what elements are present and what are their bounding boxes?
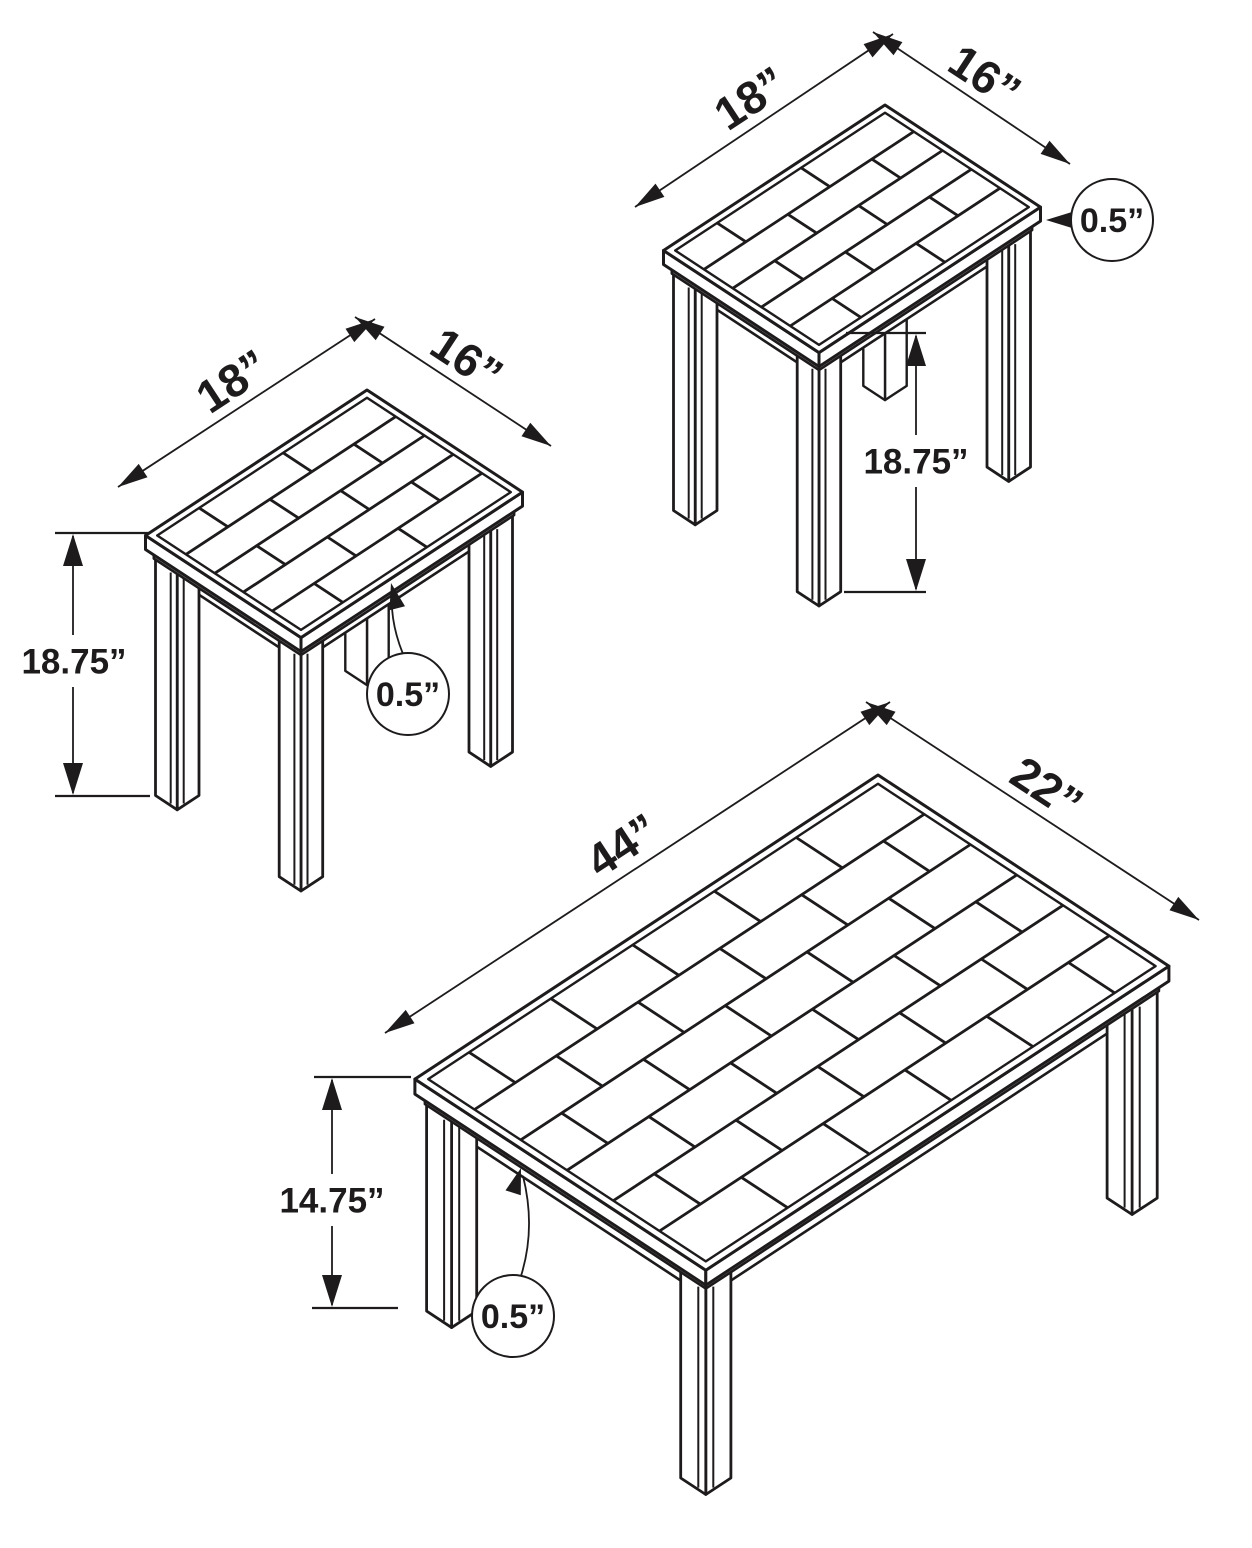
length-dim-arrowhead: [635, 183, 665, 207]
height-dim-arrowhead: [906, 559, 926, 591]
end-table-left-width-label: 16”: [422, 317, 513, 401]
right-leg: [1105, 989, 1134, 1216]
left-leg: [154, 557, 179, 812]
width-dim-arrowhead: [866, 702, 896, 726]
left-leg: [672, 272, 697, 527]
front-leg: [795, 353, 821, 608]
right-leg: [985, 228, 1011, 483]
tile-pattern: [185, 415, 483, 613]
thickness-callout-circle: [366, 652, 450, 736]
thickness-callout-arrowhead: [389, 583, 405, 611]
end-table-right-length-label: 18”: [705, 56, 796, 140]
left-leg: [425, 1102, 453, 1329]
front-leg: [817, 353, 843, 608]
tile-pattern: [468, 813, 1116, 1233]
left-leg: [450, 1102, 479, 1329]
coffee-table-length-label: 44”: [577, 803, 668, 887]
end-table-right-width-label: 16”: [940, 34, 1031, 118]
width-dim-arrowhead: [521, 422, 551, 446]
right-leg: [1130, 989, 1159, 1216]
height-dim-arrowhead: [63, 763, 83, 795]
length-dim-line: [384, 701, 891, 1034]
end-table-left-height-label: 18.75”: [21, 642, 126, 681]
front-leg: [679, 1269, 708, 1496]
height-dim-arrowhead: [906, 334, 926, 366]
thickness-callout-leader: [520, 1175, 530, 1277]
coffee-table-drawing: [312, 701, 1200, 1496]
thickness-callout-arrowhead: [505, 1168, 521, 1196]
thickness-callout-circle: [471, 1274, 555, 1358]
width-dim-line: [354, 316, 552, 447]
tabletop: [144, 388, 524, 640]
right-leg: [489, 513, 514, 768]
coffee-table-labels: 44” 22” 14.75” 0.5”: [279, 746, 1092, 1336]
end-table-right-height-label: 18.75”: [863, 442, 968, 481]
coffee-table-thickness-label: 0.5”: [481, 1298, 545, 1336]
width-dim-arrowhead: [1169, 896, 1199, 920]
right-leg: [467, 513, 493, 768]
front-leg: [704, 1269, 733, 1496]
coffee-table-width-label: 22”: [1002, 746, 1093, 830]
width-dim-arrowhead: [1040, 140, 1070, 164]
height-dim-arrowhead: [63, 534, 83, 566]
end-table-left-thickness-label: 0.5”: [376, 676, 440, 714]
tabletop-border: [427, 782, 1157, 1263]
width-dim-line: [865, 701, 1200, 921]
height-dim-arrowhead: [322, 1078, 342, 1110]
thickness-callout-arrowhead: [1046, 212, 1072, 228]
front-leg: [299, 638, 325, 893]
right-leg: [1007, 228, 1032, 483]
coffee-table-height-label: 14.75”: [279, 1181, 384, 1220]
width-dim-arrowhead: [355, 317, 385, 341]
front-leg: [277, 638, 303, 893]
width-dim-arrowhead: [873, 32, 903, 56]
length-dim-arrowhead: [118, 463, 148, 487]
tabletop-border: [674, 111, 1030, 347]
length-dim-line: [634, 33, 894, 208]
tabletop-border: [156, 396, 512, 632]
left-leg: [693, 272, 719, 527]
end-table-left-drawing: [55, 316, 552, 893]
length-dim-arrowhead: [385, 1009, 415, 1033]
tabletop: [662, 103, 1042, 355]
left-leg: [175, 557, 201, 812]
end-table-right-thickness-label: 0.5”: [1080, 202, 1144, 240]
length-dim-line: [117, 318, 376, 488]
end-table-left-length-label: 18”: [187, 339, 278, 423]
width-dim-line: [872, 31, 1071, 165]
end-table-right-drawing: [634, 31, 1154, 608]
tile-pattern: [703, 130, 1001, 328]
height-dim-arrowhead: [322, 1275, 342, 1307]
